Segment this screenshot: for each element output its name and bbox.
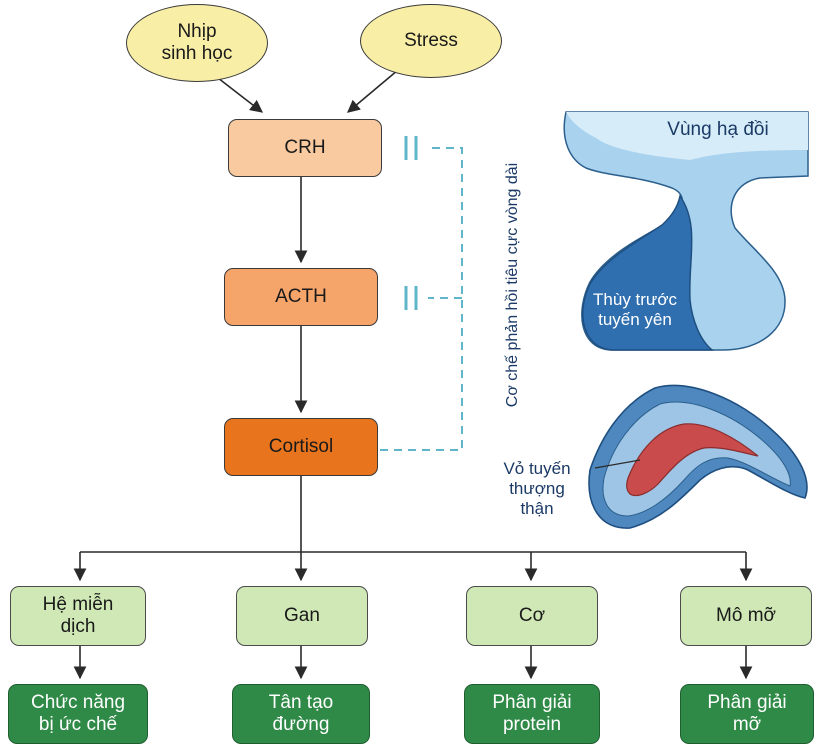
effect-lipolysis: Phân giải mỡ — [680, 684, 814, 744]
target-muscle: Cơ — [466, 586, 598, 646]
inhibition-bars-acth — [404, 286, 418, 310]
arrow-circadian-to-crh — [217, 77, 264, 113]
circadian-rhythm-node: Nhịp sinh học — [126, 4, 268, 82]
arrow-stress-to-crh — [347, 69, 399, 113]
effect-gluconeogenesis: Tân tạo đường — [232, 684, 370, 744]
anterior-pituitary-label: Thùy trước tuyến yên — [593, 290, 677, 329]
target-immune-system: Hệ miễn dịch — [10, 586, 146, 646]
feedback-label: Cơ chế phản hồi tiêu cực vòng dài — [504, 162, 521, 408]
target-liver: Gan — [236, 586, 368, 646]
adrenal-gland-illustration — [588, 384, 808, 529]
target-adipose: Mô mỡ — [680, 586, 812, 646]
crh-box: CRH — [228, 119, 382, 177]
cortisol-box: Cortisol — [224, 418, 378, 476]
adrenal-cortex-label: Vỏ tuyến thượng thận — [503, 459, 571, 518]
inhibition-bars-crh — [404, 136, 418, 160]
feedback-loop — [380, 147, 463, 451]
stress-node: Stress — [360, 4, 502, 78]
effect-protein-breakdown: Phân giải protein — [464, 684, 600, 744]
hypothalamus-pituitary-illustration — [563, 111, 809, 351]
acth-box: ACTH — [224, 268, 378, 326]
effect-immune-suppressed: Chức năng bị ức chế — [8, 684, 148, 744]
hypothalamus-label: Vùng hạ đồi — [667, 119, 769, 140]
